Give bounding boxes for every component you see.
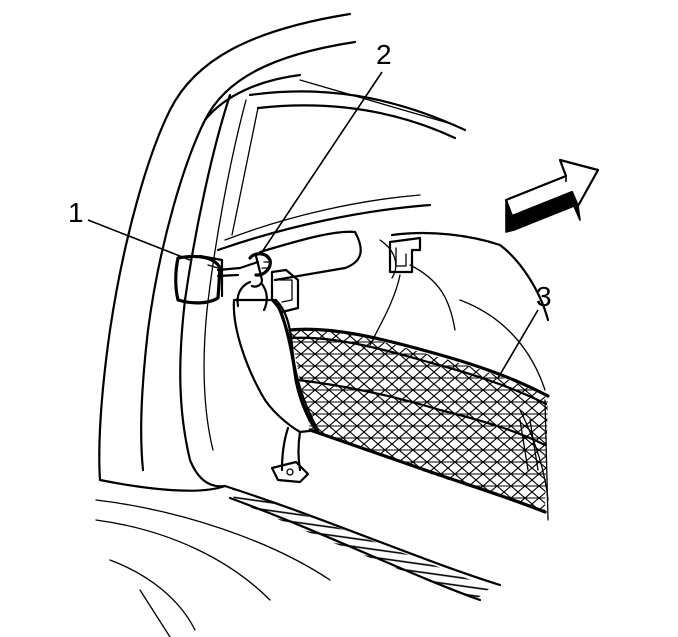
callout-3: 3 xyxy=(536,281,552,312)
net-anchor-bracket xyxy=(174,254,242,305)
vehicle-body-outline xyxy=(95,12,502,637)
net-hook-pin xyxy=(236,252,300,314)
leader-line-2 xyxy=(261,71,383,253)
leader-line-1 xyxy=(87,219,191,261)
forward-direction-arrow-icon xyxy=(504,158,600,233)
callout-leaders xyxy=(87,71,539,379)
leader-line-3 xyxy=(497,309,539,379)
rear-sill-plate xyxy=(223,484,502,602)
cargo-net xyxy=(232,298,550,514)
callout-1: 1 xyxy=(68,197,84,228)
callout-2: 2 xyxy=(376,39,392,70)
